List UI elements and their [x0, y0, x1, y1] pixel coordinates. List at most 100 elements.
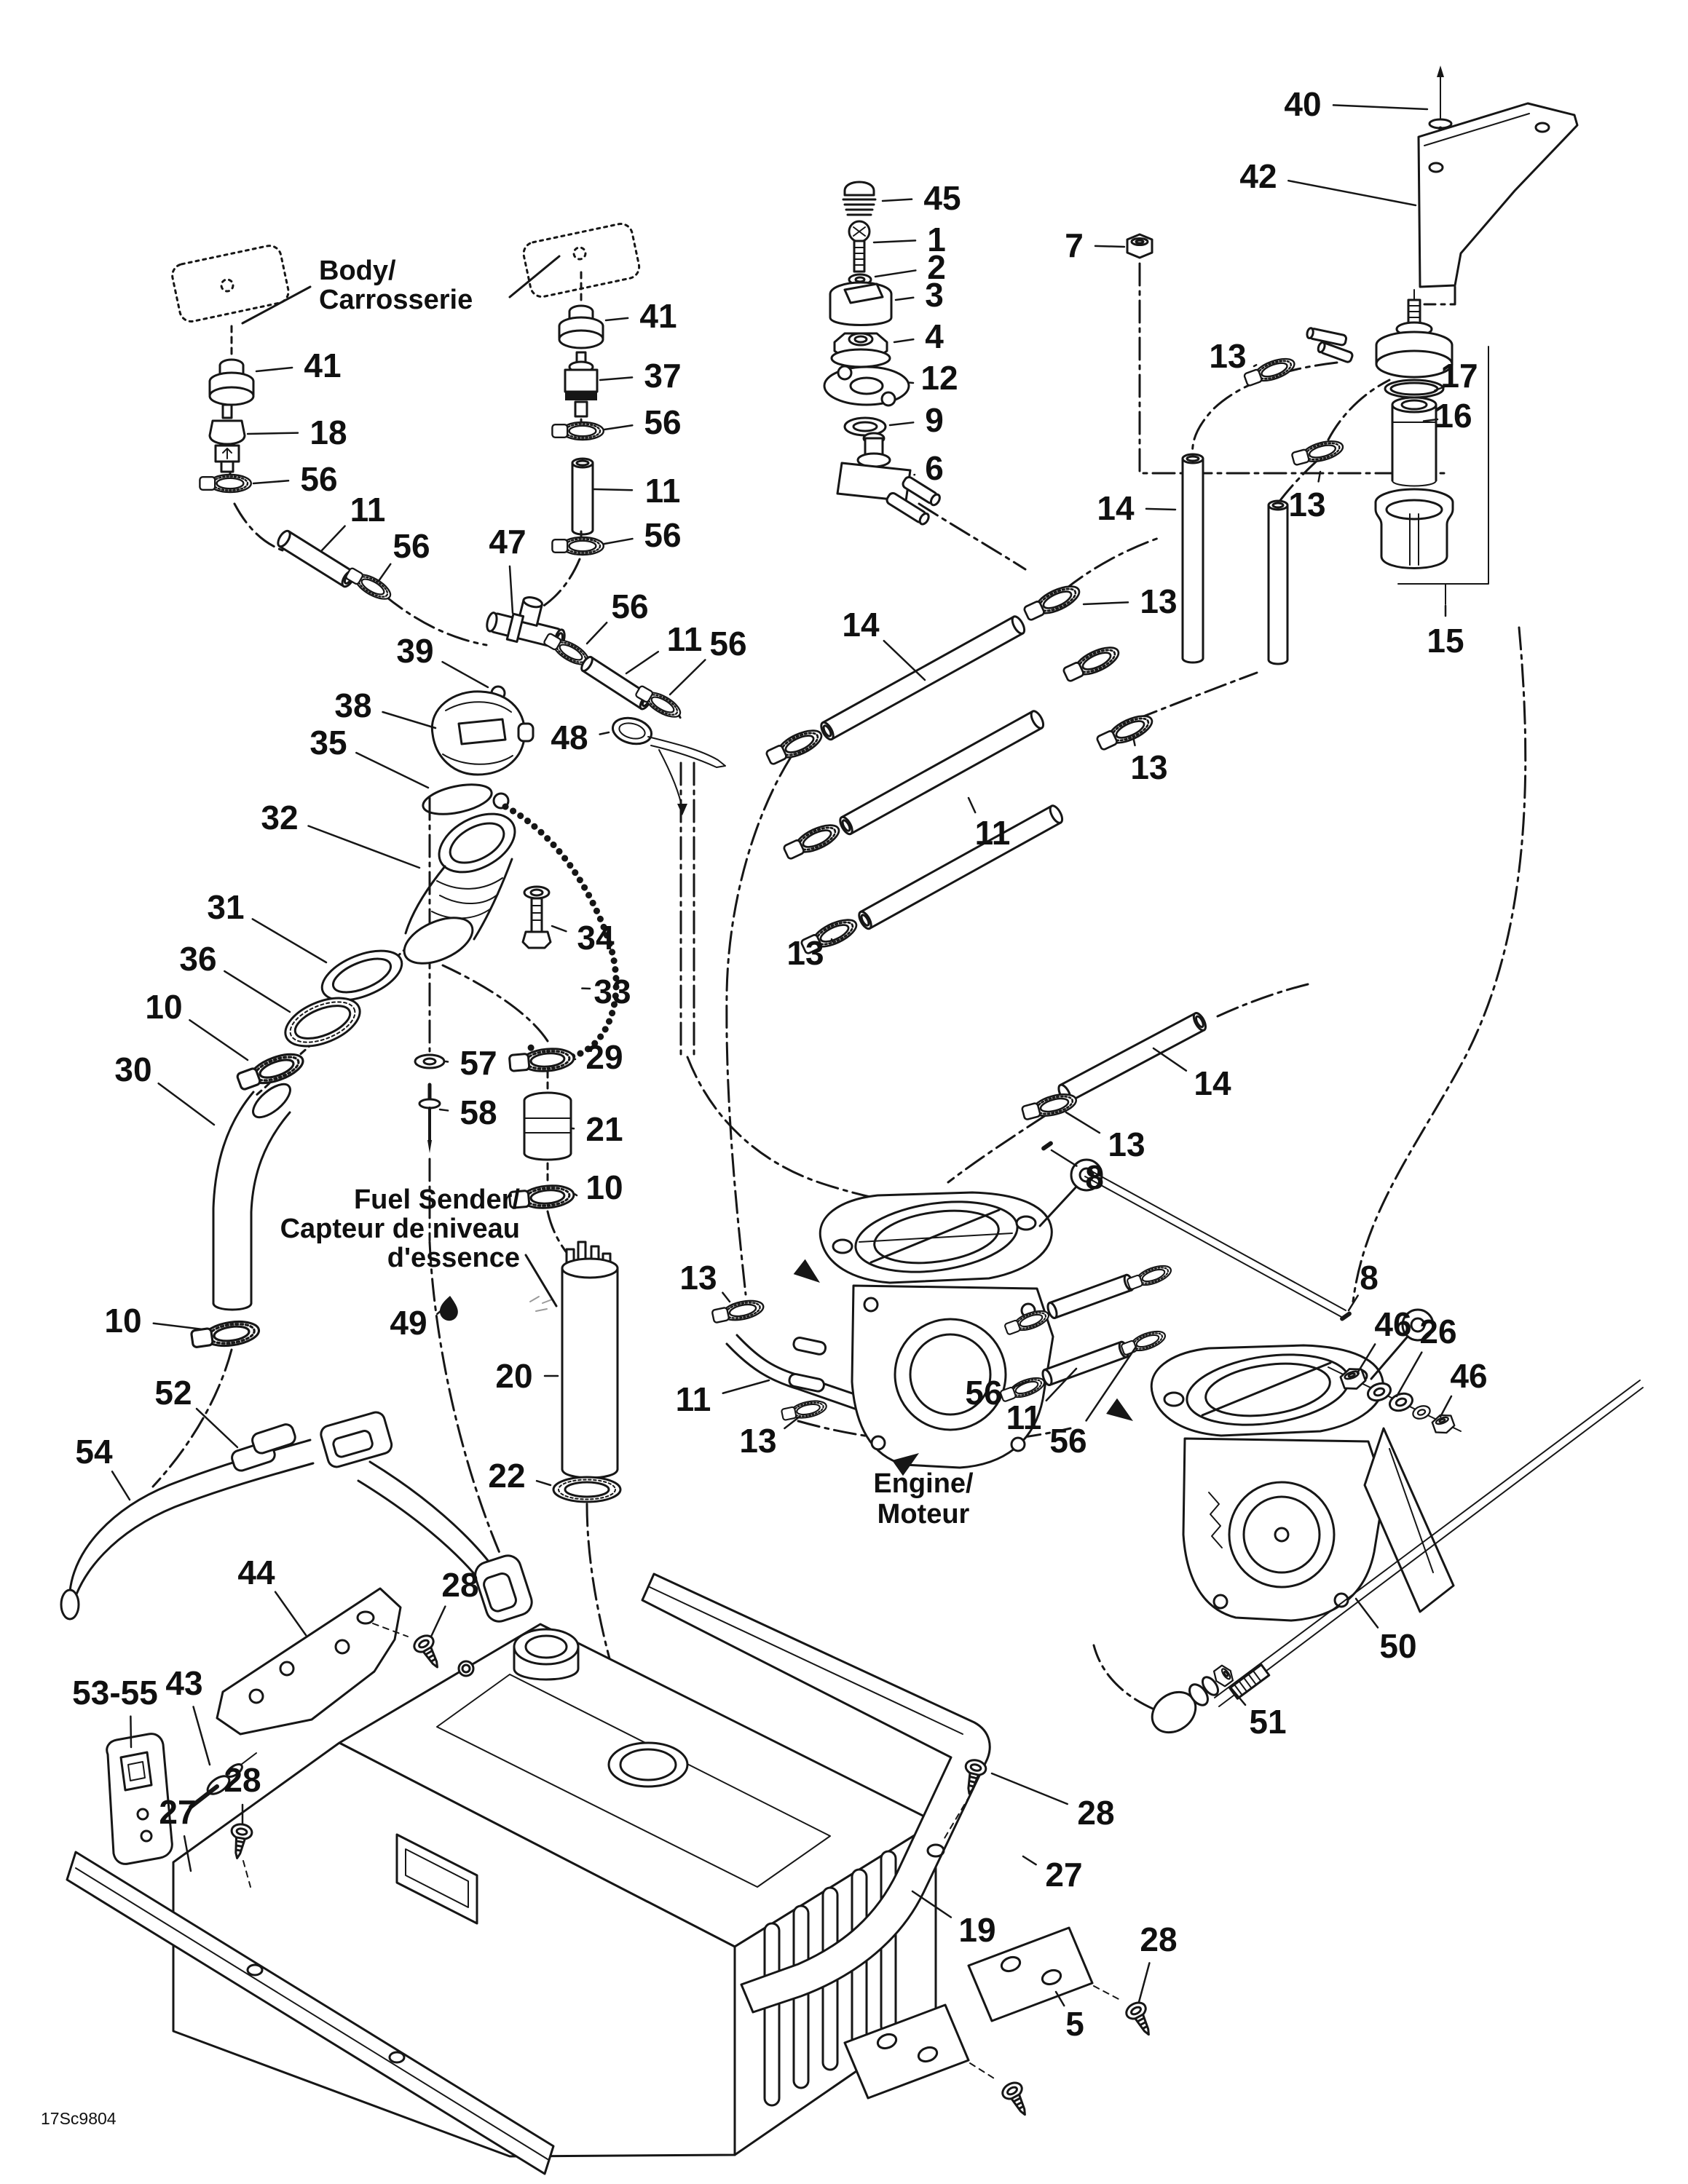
leader-line-2 — [874, 269, 917, 278]
leader-lines — [111, 104, 1453, 2007]
leader-line-51 — [1229, 1686, 1247, 1706]
drive-pin-58 — [418, 1083, 441, 1153]
leader-line-14 — [883, 639, 926, 681]
rivet-43 — [189, 1752, 257, 1809]
leader-line-28 — [1137, 1962, 1151, 2003]
leader-line-56 — [377, 563, 392, 582]
lever-hardware — [1328, 1311, 1462, 1437]
leader-line-36 — [224, 970, 291, 1013]
leader-line-14 — [1152, 1047, 1188, 1072]
leader-line-11 — [593, 488, 634, 491]
callout-30-38: 30 — [114, 1051, 151, 1088]
leader-line-56 — [252, 480, 290, 485]
callout-56-28: 56 — [644, 403, 681, 441]
leader-line-56 — [603, 537, 634, 545]
clamp-13 — [710, 1297, 766, 1326]
leader-line-4 — [893, 338, 915, 344]
heat-shield — [641, 1572, 991, 2014]
washer-57 — [414, 1053, 446, 1069]
hose-11-right-column — [571, 457, 594, 536]
leader-line-39 — [441, 660, 489, 689]
callout-11-20: 11 — [350, 491, 386, 529]
drain-plug-stack — [823, 181, 910, 437]
leader-line-42 — [1287, 179, 1417, 207]
callout-46-66: 46 — [1374, 1305, 1411, 1343]
callout-11-29: 11 — [645, 472, 681, 510]
callout-27-77: 27 — [159, 1793, 196, 1831]
clamp-56 — [551, 536, 604, 556]
callout-22-53: 22 — [488, 1457, 525, 1495]
leader-line-11 — [1045, 1367, 1078, 1402]
chain-screw-34 — [521, 885, 552, 949]
callout-41-26: 41 — [639, 297, 677, 335]
flow-arrow — [892, 1453, 919, 1476]
carburetor-right — [1084, 1168, 1455, 1622]
callout-56-64: 56 — [1049, 1422, 1086, 1460]
leader-line-12 — [908, 381, 915, 384]
callout-52-71: 52 — [154, 1374, 192, 1412]
leader-line-40 — [1332, 104, 1429, 111]
leader-line-8 — [1050, 1149, 1078, 1167]
clamp-56 — [199, 473, 252, 494]
leader-line-13 — [1132, 735, 1136, 747]
leader-line-13 — [1065, 1111, 1101, 1134]
filler-neck-32 — [403, 812, 516, 965]
leader-line-56 — [669, 659, 706, 696]
leader-line-54 — [111, 1471, 131, 1501]
fuel-sender-label-fr2: d'essence — [387, 1243, 520, 1273]
callout-15-16: 15 — [1427, 622, 1464, 660]
clamp-10 — [189, 1317, 262, 1352]
leader-line-53-55 — [130, 1715, 133, 1749]
leader-line-41 — [604, 317, 629, 322]
callout-56-21: 56 — [393, 527, 430, 565]
callout-43-76: 43 — [165, 1664, 202, 1702]
fuel-cap-38 — [430, 685, 535, 776]
leader-line-32 — [307, 825, 421, 869]
callout-10-46: 10 — [585, 1168, 623, 1206]
support-bracket-44 — [216, 1587, 448, 1736]
flow-arrow — [793, 1259, 820, 1283]
leader-line-10 — [189, 1018, 249, 1061]
callout-51-70: 51 — [1249, 1703, 1286, 1741]
clamp-56 — [551, 421, 604, 441]
leader-line-38 — [382, 711, 437, 729]
leader-line-22 — [535, 1479, 552, 1487]
callout-56-62: 56 — [965, 1374, 1002, 1412]
callout-40-9: 40 — [1284, 85, 1321, 123]
callout-50-69: 50 — [1379, 1627, 1416, 1665]
callout-42-10: 42 — [1239, 157, 1277, 195]
callout-26-67: 26 — [1419, 1313, 1456, 1350]
leader-line-34 — [551, 925, 567, 933]
leader-line-27 — [183, 1835, 192, 1872]
callout-4-4: 4 — [925, 317, 944, 355]
callout-44-73: 44 — [237, 1554, 275, 1591]
engine-label-en: Engine/ — [873, 1468, 974, 1499]
hose-bundle — [763, 579, 1157, 958]
clamp-13 — [780, 1397, 829, 1423]
leader-line-56 — [585, 621, 608, 645]
carburetor-left — [788, 1158, 1103, 1469]
callout-1-1: 1 — [927, 221, 946, 258]
callout-41-17: 41 — [304, 347, 341, 384]
leader-line-11 — [625, 650, 660, 675]
callout-28-78: 28 — [224, 1761, 261, 1799]
fuel-sender-label-en: Fuel Sender/ — [354, 1184, 520, 1215]
callout-47-22: 47 — [489, 523, 526, 561]
sealant-drop-49 — [439, 1296, 458, 1321]
flow-arrow — [1106, 1398, 1133, 1421]
callout-20-52: 20 — [495, 1357, 532, 1395]
leader-line-30 — [157, 1082, 216, 1126]
callout-11-56: 11 — [676, 1380, 711, 1418]
callout-57-42: 57 — [460, 1044, 497, 1082]
leader-line-27 — [1022, 1855, 1037, 1866]
neck-nut-36 — [284, 997, 361, 1048]
callout-9-6: 9 — [925, 401, 944, 439]
callout-3-3: 3 — [925, 276, 944, 314]
body-label-en: Body/ — [319, 256, 396, 286]
leader-line-48 — [599, 731, 610, 735]
callout-48-39: 48 — [551, 719, 588, 756]
callout-13-55: 13 — [679, 1259, 717, 1297]
leader-line-49 — [436, 1309, 443, 1315]
retainer-plates — [843, 1926, 1159, 2121]
